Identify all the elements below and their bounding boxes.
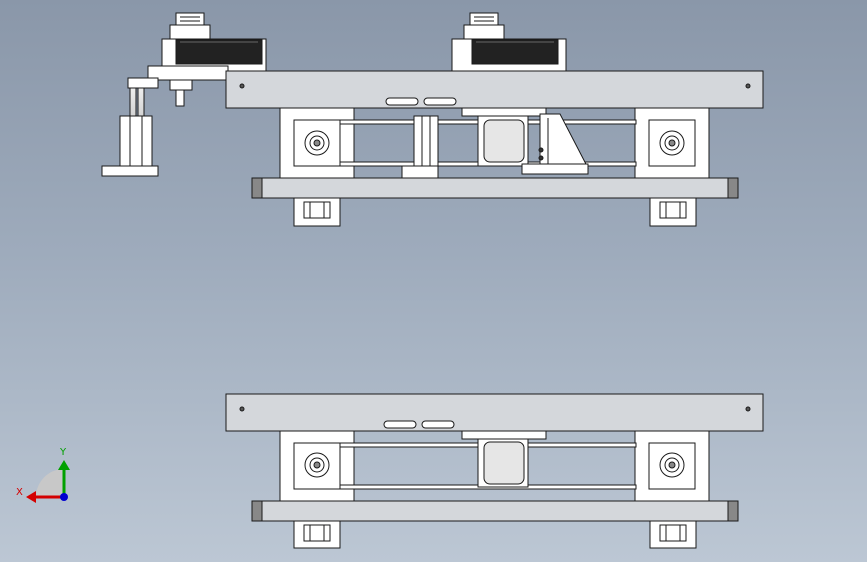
triangle-bracket <box>521 113 589 175</box>
plate-hole <box>745 406 751 412</box>
triad-plane <box>36 469 64 497</box>
left-carriage-block <box>279 430 355 502</box>
middle-guide <box>401 115 439 179</box>
center-slider <box>461 430 547 488</box>
right-carriage-block <box>634 107 710 179</box>
plate-hole <box>239 406 245 412</box>
z-axis-dot <box>60 493 68 501</box>
y-arrow-head <box>58 460 70 470</box>
plate-hole <box>239 83 245 89</box>
plate-hole <box>745 83 751 89</box>
slot <box>383 420 417 429</box>
right-carriage-block <box>634 430 710 502</box>
lower-top-plate <box>225 393 764 432</box>
left-motor <box>161 12 267 72</box>
x-arrow-head <box>26 491 36 503</box>
coordinate-triad: Y X <box>16 447 70 503</box>
slot <box>423 97 457 106</box>
foot-block-right <box>649 520 697 549</box>
slot <box>421 420 455 429</box>
lower-base-bar <box>251 500 739 522</box>
upper-top-plate <box>225 70 764 109</box>
y-axis-label: Y <box>59 447 67 458</box>
left-carriage-block <box>279 107 355 179</box>
right-motor <box>451 12 567 72</box>
side-arm-bracket <box>101 65 229 177</box>
center-slider <box>461 107 547 167</box>
lower-assembly <box>225 393 764 549</box>
slot <box>385 97 419 106</box>
foot-block-right <box>649 197 697 227</box>
upper-base-bar <box>251 177 739 199</box>
foot-block-left <box>293 520 341 549</box>
upper-assembly <box>101 12 764 227</box>
x-axis-label: X <box>16 487 23 498</box>
foot-block-left <box>293 197 341 227</box>
